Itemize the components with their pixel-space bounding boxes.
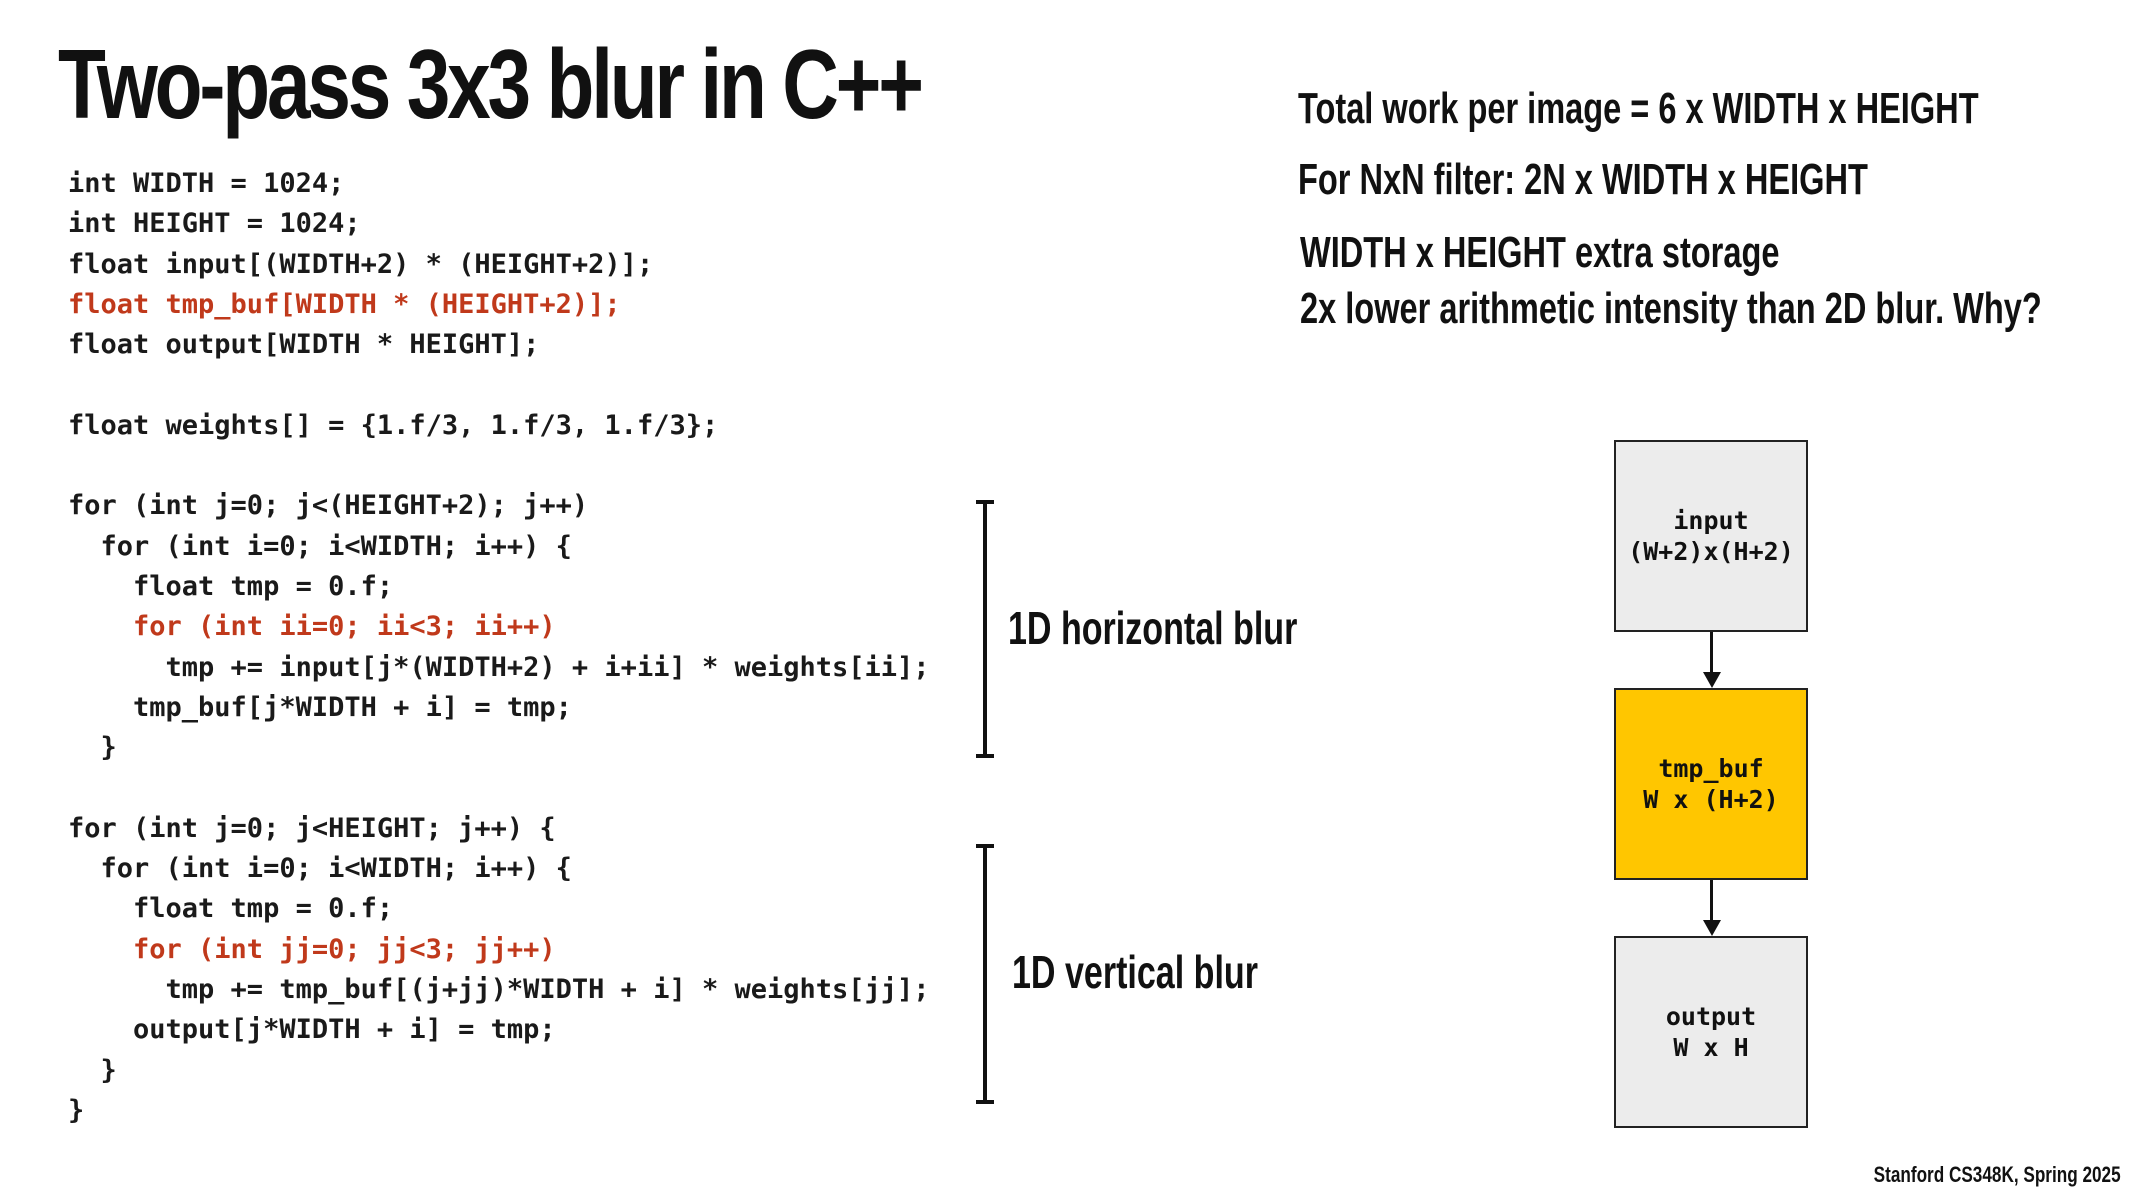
code-line: [68, 768, 930, 808]
slide-title: Two-pass 3x3 blur in C++: [58, 29, 924, 139]
slide-footer: Stanford CS348K, Spring 2025: [1874, 1162, 2121, 1187]
code-line: for (int jj=0; jj<3; jj++): [68, 933, 556, 965]
tmp-to-output-arrow: [1710, 880, 1713, 922]
vertical-blur-label: 1D vertical blur: [1012, 946, 1258, 998]
code-line: }: [68, 732, 117, 764]
code-line: for (int j=0; j<HEIGHT; j++) {: [68, 812, 556, 844]
code-line: }: [68, 1094, 85, 1126]
code-line: for (int ii=0; ii<3; ii++): [68, 611, 556, 643]
code-line: [68, 446, 930, 486]
tmp-to-output-arrowhead: [1703, 920, 1721, 936]
output-buffer-name: output: [1665, 1002, 1757, 1031]
input-buffer-box: input (W+2)x(H+2): [1614, 440, 1808, 632]
input-to-tmp-arrow: [1710, 632, 1713, 674]
horizontal-blur-label: 1D horizontal blur: [1008, 602, 1298, 654]
code-line: for (int i=0; i<WIDTH; i++) {: [68, 530, 572, 562]
code-line: float tmp_buf[WIDTH * (HEIGHT+2)];: [68, 288, 621, 320]
code-line: tmp += tmp_buf[(j+jj)*WIDTH + i] * weigh…: [68, 973, 930, 1005]
note-nxn-filter: For NxN filter: 2N x WIDTH x HEIGHT: [1298, 155, 1868, 204]
note-total-work: Total work per image = 6 x WIDTH x HEIGH…: [1298, 84, 1979, 133]
code-line: tmp_buf[j*WIDTH + i] = tmp;: [68, 691, 572, 723]
code-line: output[j*WIDTH + i] = tmp;: [68, 1014, 556, 1046]
code-line: for (int j=0; j<(HEIGHT+2); j++): [68, 490, 589, 522]
code-block: int WIDTH = 1024; int HEIGHT = 1024; float…: [68, 164, 930, 1131]
output-buffer-box: output W x H: [1614, 936, 1808, 1128]
input-buffer-size: (W+2)x(H+2): [1628, 537, 1794, 566]
code-line: int HEIGHT = 1024;: [68, 208, 361, 240]
code-line: for (int i=0; i<WIDTH; i++) {: [68, 853, 572, 885]
code-line: float output[WIDTH * HEIGHT];: [68, 329, 540, 361]
horizontal-blur-bracket: [976, 500, 994, 758]
note-arithmetic-intensity: 2x lower arithmetic intensity than 2D bl…: [1300, 284, 2042, 333]
tmp-buffer-name: tmp_buf: [1658, 754, 1764, 783]
output-buffer-size: W x H: [1673, 1033, 1749, 1062]
code-line: }: [68, 1054, 117, 1086]
vertical-blur-bracket: [976, 844, 994, 1104]
input-buffer-name: input: [1673, 506, 1749, 535]
code-line: float tmp = 0.f;: [68, 893, 394, 925]
code-line: float input[(WIDTH+2) * (HEIGHT+2)];: [68, 248, 654, 280]
input-to-tmp-arrowhead: [1703, 672, 1721, 688]
code-line: float tmp = 0.f;: [68, 570, 394, 602]
note-extra-storage: WIDTH x HEIGHT extra storage: [1300, 228, 1780, 277]
code-line: float weights[] = {1.f/3, 1.f/3, 1.f/3};: [68, 409, 719, 441]
code-line: int WIDTH = 1024;: [68, 168, 345, 199]
tmp-buffer-size: W x (H+2): [1643, 785, 1779, 814]
tmp-buffer-box: tmp_buf W x (H+2): [1614, 688, 1808, 880]
code-line: [68, 365, 930, 405]
code-line: tmp += input[j*(WIDTH+2) + i+ii] * weigh…: [68, 651, 930, 683]
